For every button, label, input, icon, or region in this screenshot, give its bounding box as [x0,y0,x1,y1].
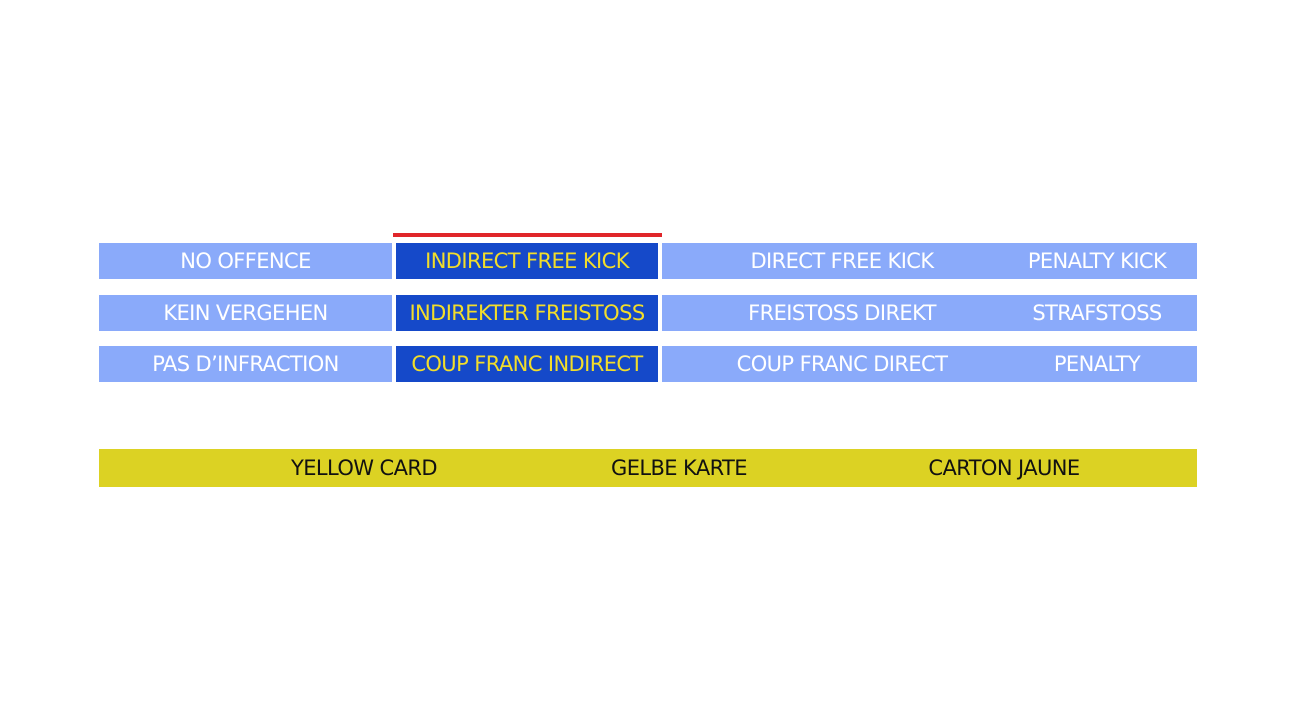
option-indirect-free-kick[interactable]: INDIREKTER FREISTOSS [396,295,658,331]
option-penalty-kick[interactable]: STRAFSTOSS [997,295,1197,331]
card-label: GELBE KARTE [611,456,748,480]
option-no-offence[interactable]: NO OFFENCE [99,243,392,279]
option-label: COUP FRANC INDIRECT [411,352,643,376]
card-label: YELLOW CARD [291,456,438,480]
option-label: FREISTOSS DIREKT [748,301,936,325]
option-direct-and-penalty: FREISTOSS DIREKT STRAFSTOSS [662,295,1197,331]
option-direct-free-kick[interactable]: COUP FRANC DIRECT [662,346,1022,382]
option-label: PENALTY [1053,352,1141,376]
card-label: CARTON JAUNE [928,456,1080,480]
option-label: KEIN VERGEHEN [163,301,328,325]
option-label: INDIREKTER FREISTOSS [409,301,645,325]
selected-column-marker [393,233,662,237]
option-no-offence[interactable]: KEIN VERGEHEN [99,295,392,331]
option-direct-and-penalty: COUP FRANC DIRECT PENALTY [662,346,1197,382]
decision-row-german: KEIN VERGEHEN INDIREKTER FREISTOSS FREIS… [99,295,1197,331]
option-indirect-free-kick[interactable]: INDIRECT FREE KICK [396,243,658,279]
option-label: DIRECT FREE KICK [750,249,934,273]
option-direct-free-kick[interactable]: FREISTOSS DIREKT [662,295,1022,331]
option-label: INDIRECT FREE KICK [425,249,629,273]
option-label: PAS D’INFRACTION [152,352,339,376]
option-penalty-kick[interactable]: PENALTY KICK [997,243,1197,279]
option-label: PENALTY KICK [1027,249,1167,273]
option-label: STRAFSTOSS [1032,301,1162,325]
option-direct-free-kick[interactable]: DIRECT FREE KICK [662,243,1022,279]
card-label-german: GELBE KARTE [579,449,779,487]
card-label-english: YELLOW CARD [264,449,464,487]
option-no-offence[interactable]: PAS D’INFRACTION [99,346,392,382]
yellow-card-option[interactable]: YELLOW CARD GELBE KARTE CARTON JAUNE [99,449,1197,487]
option-label: COUP FRANC DIRECT [736,352,948,376]
option-direct-and-penalty: DIRECT FREE KICK PENALTY KICK [662,243,1197,279]
decision-row-english: NO OFFENCE INDIRECT FREE KICK DIRECT FRE… [99,243,1197,279]
card-label-french: CARTON JAUNE [904,449,1104,487]
decision-row-french: PAS D’INFRACTION COUP FRANC INDIRECT COU… [99,346,1197,382]
option-penalty-kick[interactable]: PENALTY [997,346,1197,382]
option-label: NO OFFENCE [180,249,311,273]
option-indirect-free-kick[interactable]: COUP FRANC INDIRECT [396,346,658,382]
